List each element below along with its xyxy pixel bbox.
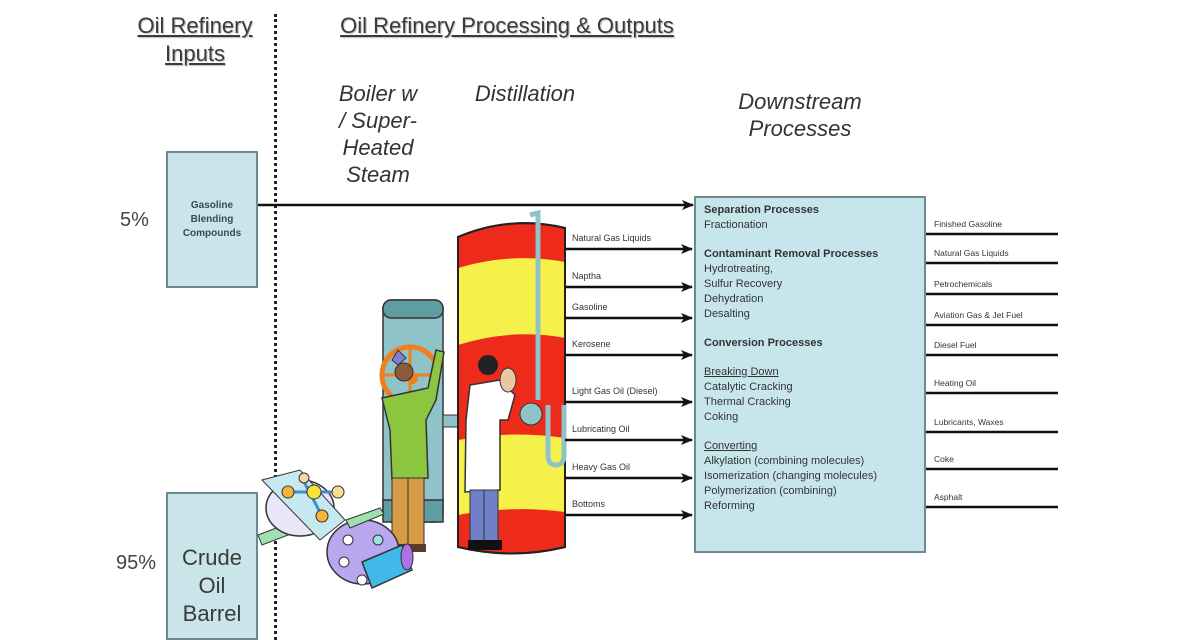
gasoline-blending-box: Gasoline Blending Compounds (166, 151, 258, 288)
inputs-header: Oil Refinery Inputs (120, 12, 270, 68)
crude-box-line: Barrel (182, 601, 242, 626)
crude-percent: 95% (116, 552, 157, 574)
distillation-output-label: Gasoline (572, 302, 608, 312)
final-product-label: Lubricants, Waxes (934, 417, 1004, 427)
process-item: Polymerization (combining) (704, 485, 837, 497)
final-product-label: Heating Oil (934, 378, 977, 388)
divider-line (274, 14, 277, 640)
crude-oil-barrel-box: Crude Oil Barrel (166, 492, 258, 640)
separation-heading: Separation Processes (704, 204, 819, 216)
process-item: Alkylation (combining molecules) (704, 455, 865, 467)
gasoline-box-line: Gasoline (190, 199, 234, 211)
downstream-processes-box: Separation Processes Fractionation Conta… (694, 196, 926, 553)
process-item: Desalting (704, 308, 750, 320)
distillation-output-label: Natural Gas Liquids (572, 233, 652, 243)
boiler-title-line: Steam (346, 162, 410, 187)
converting-heading: Converting (704, 440, 758, 452)
final-product-label: Petrochemicals (934, 279, 993, 289)
process-item: Dehydration (704, 293, 764, 305)
gasoline-box-line: Compounds (182, 227, 242, 239)
process-item: Thermal Cracking (704, 396, 791, 408)
final-product-label: Finished Gasoline (934, 219, 1003, 229)
conversion-heading: Conversion Processes (704, 337, 823, 349)
distillation-output-label: Lubricating Oil (572, 424, 630, 434)
crude-pipe-valve-illustration (257, 469, 414, 590)
distillation-output-label: Naptha (572, 271, 602, 281)
final-product-label: Asphalt (934, 492, 963, 502)
boiler-title-line: Boiler w (338, 81, 418, 106)
contaminant-heading: Contaminant Removal Processes (704, 248, 879, 260)
inputs-header-line1: Oil Refinery (137, 13, 253, 38)
final-product-label: Diesel Fuel (934, 340, 977, 350)
downstream-title-line: Processes (748, 116, 852, 141)
process-item: Catalytic Cracking (704, 381, 793, 393)
boiler-title-line: Heated (342, 135, 414, 160)
inputs-header-line2: Inputs (165, 41, 225, 66)
downstream-title-line: Downstream (738, 89, 862, 114)
distillation-output-label: Heavy Gas Oil (572, 462, 631, 472)
crude-box-line: Crude (182, 545, 242, 570)
final-product-label: Natural Gas Liquids (934, 248, 1009, 258)
process-item: Coking (704, 411, 739, 423)
gasoline-percent: 5% (120, 209, 149, 231)
processing-header: Oil Refinery Processing & Outputs (340, 13, 674, 38)
crude-box-line: Oil (198, 573, 226, 598)
scientist-figure (464, 355, 517, 550)
boiler-title-line: / Super- (339, 108, 417, 133)
process-item: Fractionation (704, 219, 768, 231)
distillation-stage-title: Distillation (474, 81, 576, 106)
boiler-stage-title: Boiler w / Super- Heated Steam (318, 80, 438, 188)
downstream-stage-title: Downstream Processes (715, 88, 885, 142)
final-product-label: Coke (934, 454, 954, 464)
distillation-output-label: Kerosene (572, 339, 611, 349)
breaking-down-heading: Breaking Down (704, 366, 779, 378)
process-item: Isomerization (changing molecules) (704, 470, 878, 482)
gasoline-box-line: Blending (190, 213, 234, 225)
process-item: Hydrotreating, (704, 263, 774, 275)
distillation-output-label: Bottoms (572, 499, 606, 509)
process-item: Reforming (704, 500, 755, 512)
process-item: Sulfur Recovery (704, 278, 783, 290)
final-product-label: Aviation Gas & Jet Fuel (934, 310, 1023, 320)
distillation-output-label: Light Gas Oil (Diesel) (572, 386, 658, 396)
